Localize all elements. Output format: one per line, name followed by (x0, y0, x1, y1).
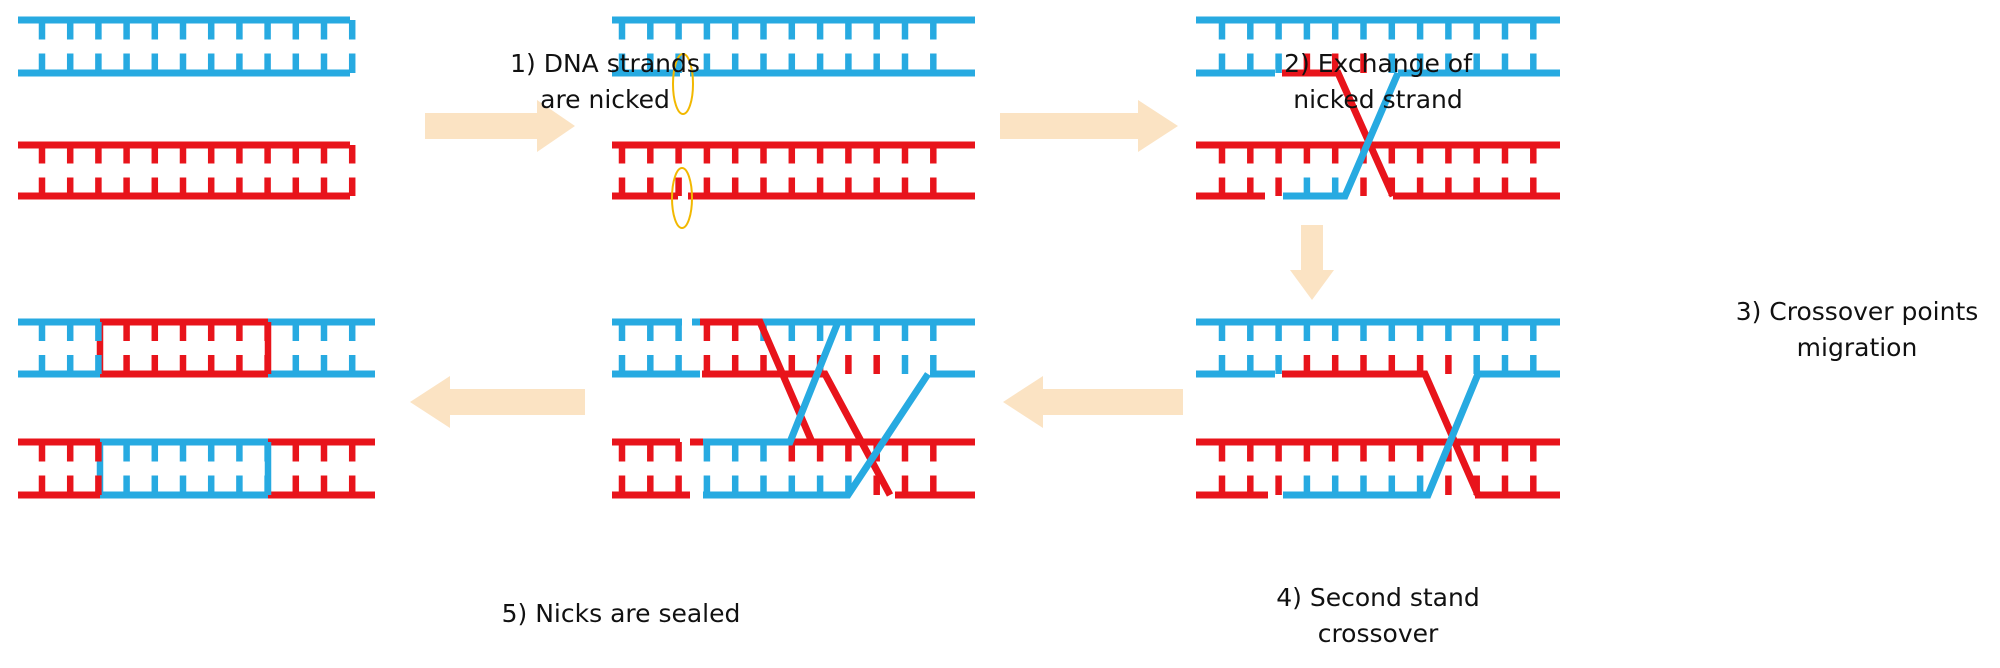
panel-3-duplexes (1196, 16, 1560, 200)
blue-crossover-strand-2 (703, 372, 931, 499)
blue-crossover-strand (1283, 71, 1402, 200)
arrow-step-3 (1290, 225, 1334, 300)
panel-6-duplexes (18, 318, 375, 499)
blue-crossover-strand (1283, 372, 1482, 499)
red-crossover-strand-1 (700, 318, 816, 444)
red-base-pairs (618, 145, 937, 196)
red-crossover-strand (1282, 370, 1482, 497)
red-crossover-strand-2 (702, 370, 894, 497)
nick-marker-blue (672, 53, 694, 115)
arrow-step-5 (410, 376, 585, 428)
blue-base-pairs (38, 20, 356, 73)
red-crossover-strand (1282, 69, 1397, 198)
nick-marker-red (671, 167, 693, 229)
arrow-step-2 (1000, 100, 1178, 152)
panel-1-duplexes (18, 16, 356, 200)
blue-crossover-strand-1 (703, 320, 842, 446)
arrow-step-1 (425, 100, 575, 152)
arrow-step-4 (1003, 376, 1183, 428)
step-5-label: 5) Nicks are sealed (501, 599, 741, 628)
red-base-pairs (38, 145, 356, 196)
panel-5-duplexes (612, 318, 975, 499)
panel-4-duplexes (1196, 318, 1560, 499)
